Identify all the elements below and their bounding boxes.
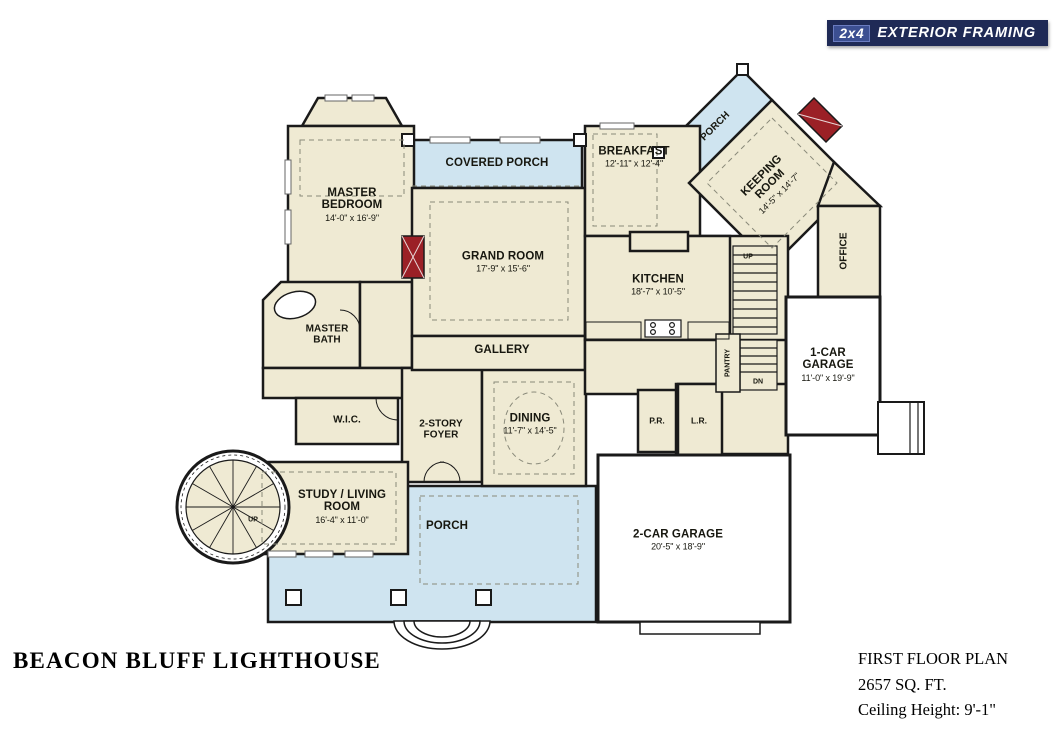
room-label-grand-room: GRAND ROOM 17'-9" x 15'-6" [462,250,544,273]
room-label-study: STUDY / LIVING ROOM 16'-4" x 11'-0" [292,489,392,525]
room-label-laundry-room: L.R. [691,416,707,425]
room-name: GALLERY [474,343,530,356]
room-dims: 18'-7" x 10'-5" [631,286,685,297]
room-name: L.R. [690,415,708,426]
room-name: GRAND ROOM [461,250,545,263]
window-marks [267,94,635,558]
room-label-kitchen: KITCHEN 18'-7" x 10'-5" [631,273,685,296]
room-label-office: OFFICE [838,232,851,270]
room-name: 2-CAR GARAGE [632,528,724,541]
room-name: MASTER BATH [305,323,349,345]
room-name: W.I.C. [333,414,361,426]
room-label-one-car-garage: 1-CAR GARAGE 11'-0" x 19'-9" [796,347,860,383]
room-name: COVERED PORCH [445,156,549,169]
plan-info-line2: 2657 SQ. FT. [858,674,947,694]
room-name: PORCH [425,519,469,532]
room-label-breakfast: BREAKFAST 12'-11" x 12'-4" [598,145,669,168]
room-name: OFFICE [838,232,850,270]
plan-title: BEACON BLUFF LIGHTHOUSE [13,648,381,673]
stair-label-up-back: UP [743,253,753,261]
garage-shapes [596,295,925,635]
framing-badge-prefix: 2x4 [833,24,871,42]
room-dims: 11'-7" x 14'-5" [503,425,557,436]
room-shapes [248,96,884,556]
room-dims: 12'-11" x 12'-4" [604,158,664,169]
room-name: P.R. [649,415,665,426]
kitchen-island [628,230,690,253]
room-name: PANTRY [724,349,732,377]
back-stairs [732,245,778,391]
porch-steps [393,620,491,650]
room-dims: 14'-0" x 16'-9" [325,212,379,223]
room-name: BREAKFAST [598,145,670,158]
spiral-stair-tower [175,449,291,565]
room-name: 2-STORY FOYER [419,418,463,440]
dashed-details [261,117,838,585]
room-name: STUDY / LIVING ROOM [297,489,387,514]
room-name: 1-CAR GARAGE [802,347,854,372]
room-label-master-bedroom: MASTER BEDROOM 14'-0" x 16'-9" [310,187,394,223]
room-dims: 16'-4" x 11'-0" [315,514,369,525]
fireplace-grand-room [401,235,425,279]
framing-badge: 2x4 EXTERIOR FRAMING [827,20,1048,46]
room-label-two-car-garage: 2-CAR GARAGE 20'-5" x 18'-9" [633,528,723,551]
room-label-covered-porch: COVERED PORCH [446,157,549,169]
plan-info-block: FIRST FLOOR PLAN 2657 SQ. FT. Ceiling He… [858,646,1008,723]
room-label-master-bath: MASTER BATH [298,323,356,345]
stair-label-up-spiral: UP [248,516,258,524]
fireplace-keeping-room [796,96,844,144]
room-label-pantry: PANTRY [724,349,731,377]
room-label-powder-room: P.R. [649,416,664,425]
kitchen-counters [585,321,730,340]
room-name: DINING [509,412,551,425]
pantry-shape [715,333,741,393]
room-label-foyer: 2-STORY FOYER [412,418,470,440]
framing-badge-label: EXTERIOR FRAMING [877,25,1036,41]
plan-info-line1: FIRST FLOOR PLAN [858,649,1009,668]
door-arcs [339,309,461,483]
room-label-wic: W.I.C. [333,414,361,427]
porch-columns [285,63,749,606]
room-label-dining: DINING 11'-7" x 14'-5" [503,412,556,435]
room-dims: 17'-9" x 15'-6" [476,263,530,274]
room-dims: 20'-5" x 18'-9" [651,541,705,552]
stair-label-dn: DN [752,378,764,386]
room-name: KITCHEN [632,273,684,286]
room-label-porch-bottom: PORCH [426,520,468,532]
room-name: MASTER BEDROOM [321,187,383,212]
bathtub [273,290,317,320]
room-label-gallery: GALLERY [474,344,529,356]
kitchen-range [644,319,682,338]
room-dims: 11'-0" x 19'-9" [801,372,855,383]
plan-info-line3: Ceiling Height: 9'-1" [858,700,997,720]
